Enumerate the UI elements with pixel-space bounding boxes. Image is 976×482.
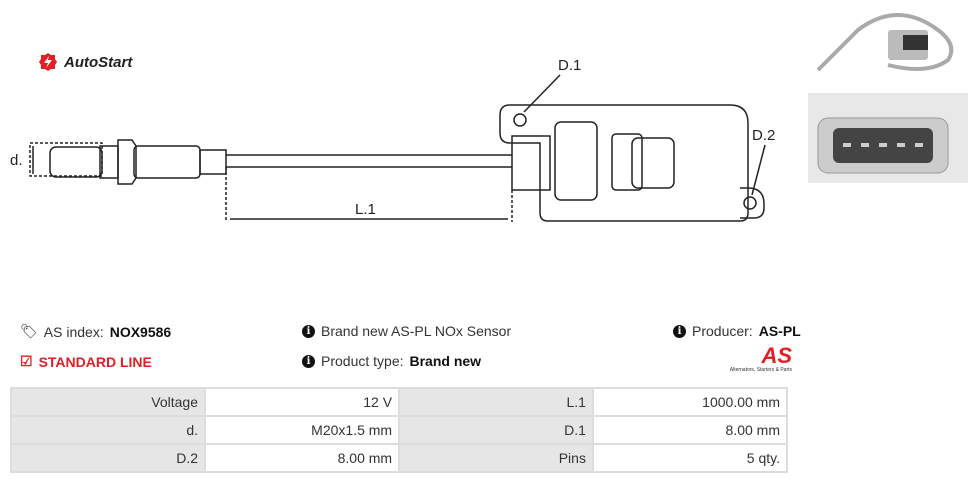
standard-line: ☑ STANDARD LINE <box>20 353 152 370</box>
as-pl-logo: AS Alternators, Starters & Parts <box>716 343 792 374</box>
spec-value: 8.00 mm <box>591 415 789 445</box>
spec-label: D.2 <box>9 443 207 473</box>
spec-label: Pins <box>398 443 594 473</box>
producer-label: Producer: <box>692 323 753 339</box>
as-tagline: Alternators, Starters & Parts <box>729 367 792 373</box>
info-icon: i <box>302 354 315 368</box>
spec-value: 12 V <box>204 387 401 417</box>
spec-value: 1000.00 mm <box>591 387 789 417</box>
type-label: Product type: <box>321 353 404 369</box>
product-photo <box>808 0 968 82</box>
description: i Brand new AS-PL NOx Sensor <box>302 323 511 339</box>
spec-value: 8.00 mm <box>204 443 401 473</box>
product-type: i Product type: Brand new <box>302 353 481 369</box>
logo-text: AutoStart <box>64 53 133 71</box>
checkbox-icon: ☑ <box>20 353 33 369</box>
autostart-logo: AutoStart <box>38 52 132 72</box>
label-d: d. <box>10 152 23 169</box>
type-value: Brand new <box>409 353 482 369</box>
label-l1: L.1 <box>355 201 376 218</box>
description-text: Brand new AS-PL NOx Sensor <box>321 323 512 339</box>
spec-value: M20x1.5 mm <box>204 415 401 445</box>
info-icon: i <box>673 324 686 338</box>
line-label: STANDARD LINE <box>38 353 152 370</box>
spec-value: 5 qty. <box>591 443 789 473</box>
d-dimension-box <box>29 142 103 177</box>
gear-bolt-icon <box>39 53 57 71</box>
spec-label: Voltage <box>9 387 207 417</box>
technical-drawing: d. L.1 D.1 D.2 <box>10 57 775 222</box>
spec-label: d. <box>9 415 207 445</box>
info-icon: i <box>302 324 315 338</box>
producer: i Producer: AS-PL <box>673 323 801 339</box>
tag-icon: 🏷 <box>20 323 38 339</box>
as-index: 🏷 AS index: NOX9586 <box>20 323 171 340</box>
spec-label: L.1 <box>398 387 594 417</box>
spec-label: D.1 <box>398 415 594 445</box>
label-d2: D.2 <box>752 127 775 144</box>
index-value: NOX9586 <box>109 323 172 340</box>
index-label: AS index: <box>43 323 104 340</box>
as-logo-text: AS <box>761 343 792 368</box>
producer-value: AS-PL <box>758 323 801 339</box>
label-d1: D.1 <box>558 57 581 74</box>
connector-photo <box>808 93 968 183</box>
